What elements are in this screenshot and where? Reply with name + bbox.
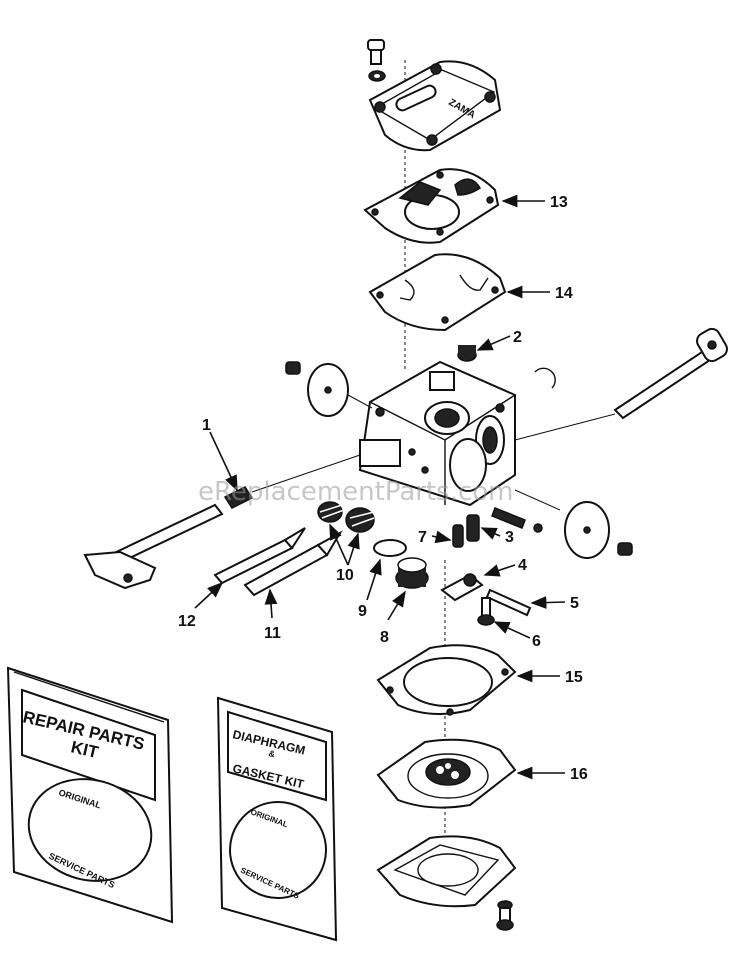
metering-cover-plate: ZAMA: [368, 60, 502, 152]
throttle-valve-disc: [285, 361, 373, 417]
choke-shaft: [514, 327, 728, 441]
callout-10: 10: [336, 567, 354, 584]
pump-cover: [376, 835, 517, 908]
callout-6: 6: [532, 633, 541, 650]
part-3-spring: [466, 514, 480, 542]
part-13-gasket: [363, 168, 500, 244]
callout-1: 1: [202, 417, 211, 434]
callout-labels: 13 14 2 1 3 7 4 5 6 8 9 10 11 12 15 16: [178, 194, 588, 783]
carburetor-body: [358, 360, 516, 507]
part-6-screw: [477, 597, 495, 626]
callout-5: 5: [570, 595, 579, 612]
part-10-springs: [317, 501, 375, 533]
part-4-lever: [440, 573, 484, 602]
part-7-spring: [452, 524, 464, 548]
callout-12: 12: [178, 613, 196, 630]
callout-14: 14: [555, 285, 573, 302]
part-14-diaphragm: [368, 253, 507, 332]
repair-parts-kit-package: REPAIR PARTS KIT ORIGINAL SERVICE PARTS: [6, 666, 174, 924]
idle-screw-spring: [491, 507, 543, 533]
callout-9: 9: [358, 603, 367, 620]
diaphragm-kit-line2: &: [268, 748, 277, 759]
part-9-ring: [373, 539, 407, 557]
watermark: eReplacementParts.com: [198, 477, 514, 507]
part-12-needle: [213, 527, 306, 585]
callout-13: 13: [550, 194, 568, 211]
callout-3: 3: [505, 529, 514, 546]
callout-16: 16: [570, 766, 588, 783]
callout-11: 11: [264, 625, 281, 642]
part-8-fitting: [395, 557, 429, 589]
part-2-plug: [457, 345, 477, 362]
leader-lines: [194, 194, 566, 780]
choke-valve-disc: [514, 489, 633, 559]
part-5-pin: [485, 588, 532, 617]
callout-7: 7: [418, 529, 427, 546]
part-15-gasket: [376, 644, 517, 716]
callout-4: 4: [518, 557, 527, 574]
callout-8: 8: [380, 629, 389, 646]
cover-screw: [367, 39, 386, 82]
e-clip: [534, 367, 556, 389]
part-1-throttle-shaft: [83, 454, 361, 590]
callout-15: 15: [565, 669, 583, 686]
callout-2: 2: [513, 329, 522, 346]
diaphragm-gasket-kit-package: DIAPHRAGM & GASKET KIT ORIGINAL SERVICE …: [216, 696, 338, 942]
part-16-diaphragm: [376, 738, 517, 809]
pump-cover-screw: [496, 900, 514, 931]
